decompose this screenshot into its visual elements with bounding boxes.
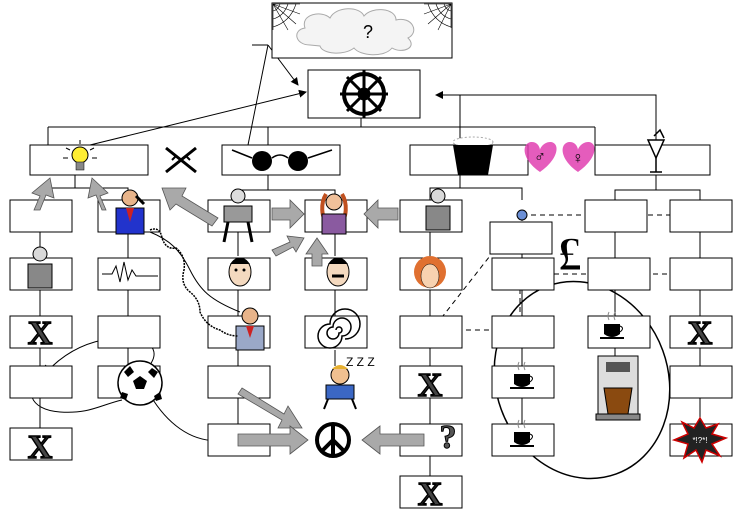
coffee-maker-icon <box>595 355 641 421</box>
sleeping-man-icon <box>323 365 357 410</box>
grey-arrow <box>361 425 425 455</box>
svg-text:♂: ♂ <box>534 149 546 166</box>
sleep-zzz-text: Z Z Z <box>346 355 375 369</box>
node <box>516 209 528 221</box>
grey-arrow <box>271 199 305 229</box>
question-mark: ? <box>440 419 457 456</box>
grey-arrow <box>31 177 55 211</box>
grey-arrow <box>363 199 399 229</box>
box <box>489 221 553 255</box>
pound-sign: £ <box>558 228 582 281</box>
woman-phone-icon <box>320 192 348 235</box>
peace-symbol-icon <box>315 422 351 458</box>
coffee-cup-icon <box>510 361 534 389</box>
crossed-swords-icon <box>165 146 197 174</box>
grey-arrow <box>271 235 305 257</box>
box <box>9 427 73 461</box>
box <box>584 199 648 233</box>
svg-text:♀: ♀ <box>572 150 584 167</box>
grey-arrow <box>237 425 309 455</box>
phone-man-sitting-icon <box>235 307 265 351</box>
light-bulb-icon <box>63 140 97 171</box>
man-face-icon <box>228 257 252 287</box>
man-tanktop-icon <box>27 246 53 289</box>
x-mark: X <box>688 315 713 352</box>
box <box>97 315 161 349</box>
bulb-box <box>29 144 149 176</box>
box <box>491 315 555 349</box>
man-tanktop-icon <box>425 188 451 231</box>
heartbeat-icon <box>102 261 158 283</box>
x-mark: X <box>418 367 443 404</box>
glasses-icon <box>231 149 333 171</box>
grey-arrow <box>161 187 219 227</box>
grey-arrow <box>305 237 329 267</box>
female-heart-icon: ♀ <box>562 142 595 172</box>
male-heart-icon: ♂ <box>524 142 557 172</box>
cloud-icon: ? <box>296 8 415 56</box>
x-mark: X <box>28 429 53 466</box>
explosion-icon: *!?*! <box>671 416 729 464</box>
box <box>669 257 733 291</box>
box <box>587 257 651 291</box>
coffee-cup-icon <box>510 419 534 447</box>
box <box>669 365 733 399</box>
box <box>9 365 73 399</box>
box <box>399 365 463 399</box>
phone-cord <box>149 228 239 337</box>
box <box>669 315 733 349</box>
box <box>399 315 463 349</box>
grey-arrow <box>87 177 109 211</box>
x-mark: X <box>418 476 443 511</box>
glasses-box <box>221 144 341 176</box>
x-mark: X <box>28 315 53 352</box>
cobweb-icon <box>272 3 452 31</box>
box <box>399 475 463 509</box>
expletive-text: *!?*! <box>692 436 707 445</box>
box <box>9 315 73 349</box>
soccer-ball-icon <box>117 360 163 406</box>
cloud-question-text: ? <box>363 22 373 42</box>
ships-wheel-icon <box>340 70 388 118</box>
bucket-icon <box>452 136 494 175</box>
box <box>669 199 733 233</box>
man-sitting-icon <box>222 188 254 243</box>
coffee-cup-icon <box>600 311 624 339</box>
spiral-icon <box>317 308 361 349</box>
phone-man-icon <box>115 189 146 235</box>
box <box>491 257 555 291</box>
cocktail-glass-icon <box>646 128 666 173</box>
man-mustache-icon <box>326 257 350 287</box>
woman-face-icon <box>414 256 446 289</box>
